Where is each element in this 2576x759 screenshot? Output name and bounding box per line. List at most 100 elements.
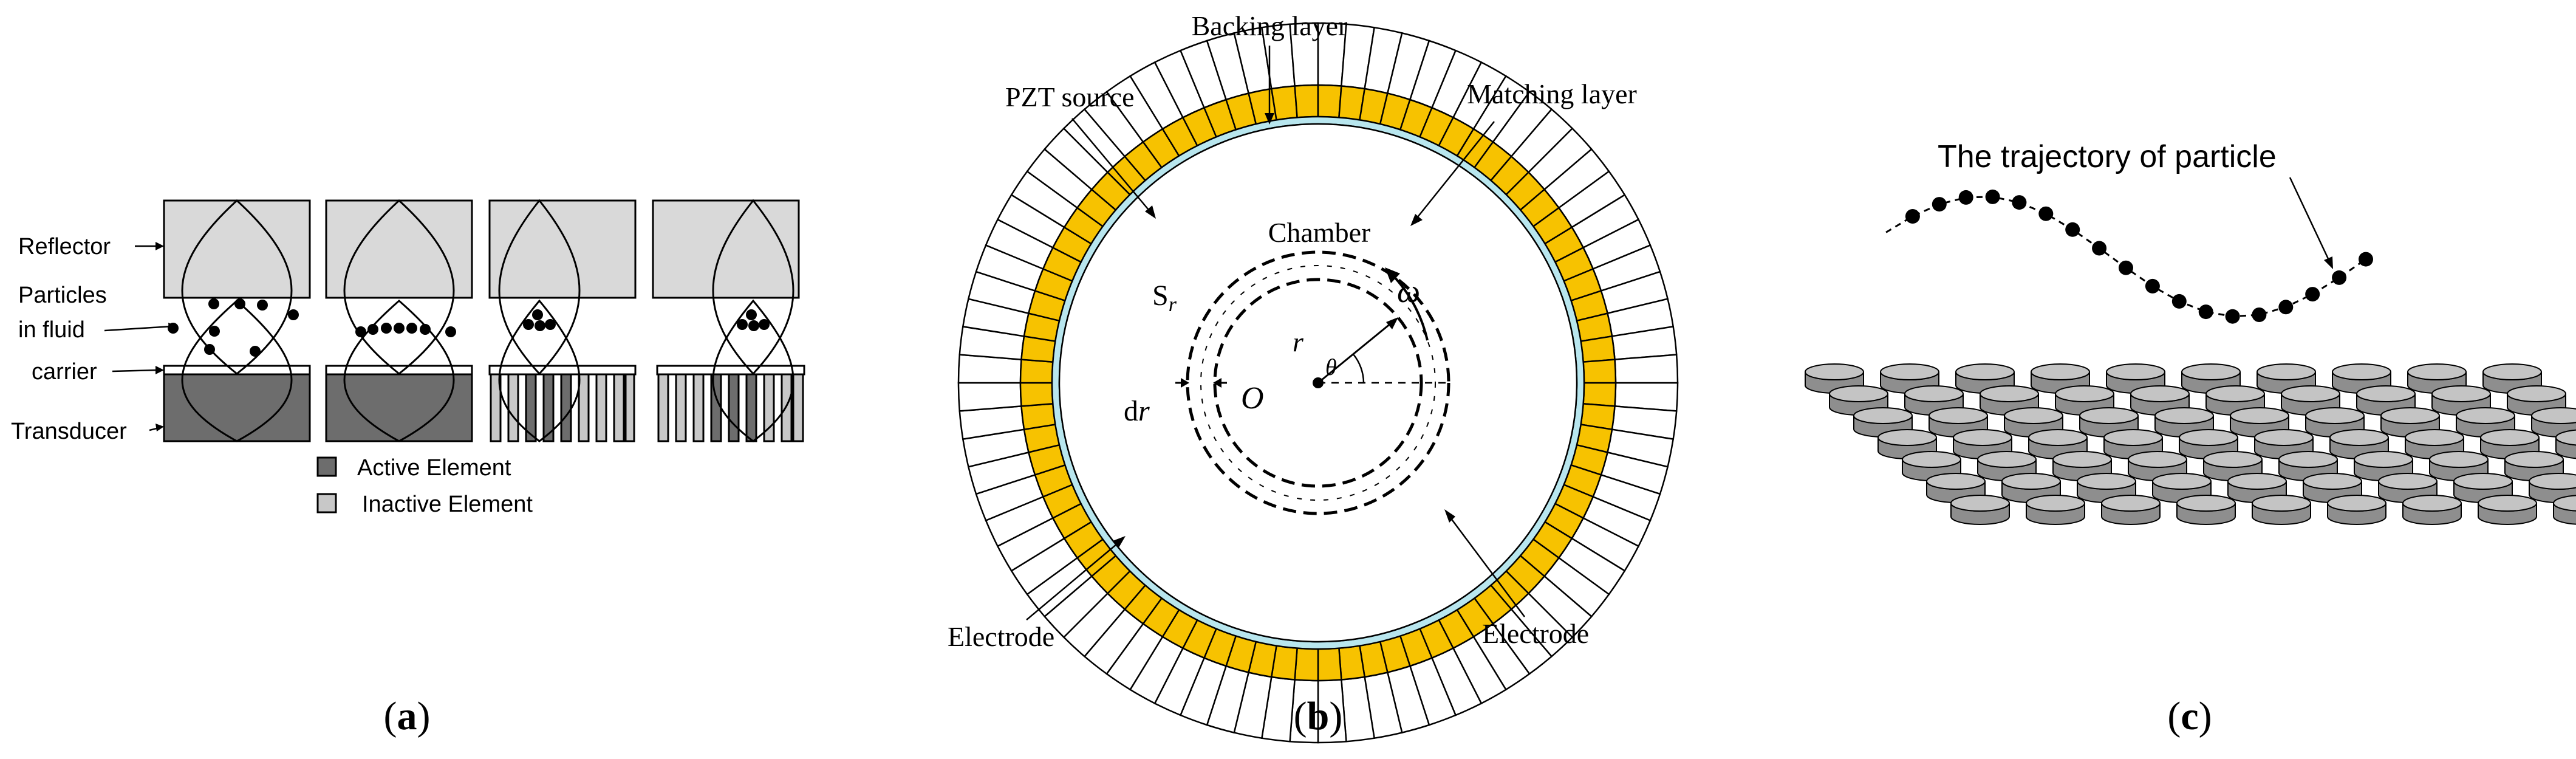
particle bbox=[257, 300, 268, 311]
disk-top bbox=[2354, 451, 2413, 468]
array-element-active bbox=[560, 373, 572, 442]
panel-b-circular-transducer: Chamber Sr ω r θ O dr Backing layer Matc… bbox=[948, 10, 1679, 744]
trajectory-particle bbox=[2278, 300, 2294, 315]
matching-layer-arrowhead bbox=[1410, 214, 1423, 226]
disk-top bbox=[2507, 385, 2566, 402]
array-element-inactive bbox=[624, 373, 635, 442]
disk-top bbox=[2529, 473, 2576, 490]
reflector-arrowhead bbox=[155, 242, 164, 250]
transducer-disk bbox=[2553, 495, 2576, 525]
transducer-arrowhead bbox=[155, 424, 164, 431]
radius-arrowhead bbox=[1386, 317, 1398, 329]
disk-top bbox=[2176, 495, 2236, 512]
particle bbox=[420, 324, 431, 335]
pzt-segment bbox=[1317, 647, 1342, 682]
disk-top bbox=[2456, 407, 2515, 424]
disk-top bbox=[2356, 385, 2416, 402]
disk-top bbox=[2154, 407, 2214, 424]
disk-top bbox=[1880, 363, 1939, 380]
transducer-disk bbox=[2101, 495, 2161, 525]
disk-top bbox=[2227, 473, 2287, 490]
disk-top bbox=[2181, 363, 2241, 380]
caption-letter: c bbox=[2181, 694, 2198, 738]
array-element-inactive bbox=[613, 373, 625, 442]
particle bbox=[523, 319, 534, 330]
array-element-inactive bbox=[675, 373, 687, 442]
disk-top bbox=[2327, 495, 2386, 512]
caption-letter: b bbox=[1307, 694, 1330, 738]
disk-top bbox=[2031, 363, 2090, 380]
particle-group bbox=[523, 309, 556, 331]
array-element-active bbox=[542, 373, 555, 442]
trajectory-particle bbox=[2198, 304, 2213, 320]
disk-top bbox=[1829, 385, 1888, 402]
panel-a-column-3 bbox=[488, 199, 637, 442]
reflector-label: Reflector bbox=[18, 234, 111, 259]
transducer-block-active bbox=[325, 373, 473, 442]
legend-swatch-active bbox=[316, 456, 337, 477]
disk-top bbox=[2205, 385, 2265, 402]
disk-top bbox=[2028, 429, 2088, 446]
reflector-block bbox=[652, 199, 800, 299]
disk-top bbox=[2407, 363, 2467, 380]
array-element-active bbox=[525, 373, 537, 442]
transducer-disk bbox=[2026, 495, 2085, 525]
trajectory-particle bbox=[2171, 294, 2187, 309]
transducer-disk bbox=[2176, 495, 2236, 525]
disk-top bbox=[2478, 495, 2537, 512]
disk-top bbox=[2305, 407, 2365, 424]
transducer-block-active bbox=[163, 373, 311, 442]
backing-segment bbox=[957, 382, 1022, 412]
disk-top bbox=[1929, 407, 1988, 424]
trajectory-label: The trajectory of particle bbox=[1938, 139, 2277, 174]
panel-c-caption: (c) bbox=[2167, 694, 2212, 738]
trajectory-particle bbox=[2252, 307, 2267, 322]
trajectory-particle bbox=[2305, 287, 2320, 302]
transducer-disk bbox=[1950, 495, 2010, 525]
matching-layer-ring bbox=[1052, 117, 1584, 649]
array-element-active bbox=[745, 373, 757, 442]
chamber-label: Chamber bbox=[1268, 217, 1371, 248]
pzt-segment bbox=[1582, 359, 1617, 384]
trajectory-particle bbox=[2092, 241, 2107, 256]
transducer-disk bbox=[2327, 495, 2386, 525]
reflector-block bbox=[488, 199, 637, 299]
panel-a-legend: Active Element Inactive Element bbox=[316, 455, 533, 517]
disk-top bbox=[2281, 385, 2340, 402]
disk-top bbox=[2128, 451, 2187, 468]
particle-group bbox=[355, 323, 456, 337]
backing-layer-arrowhead bbox=[1265, 113, 1274, 125]
transducer-disk bbox=[2402, 495, 2462, 525]
disk-top bbox=[1805, 363, 1864, 380]
trajectory-particles bbox=[1905, 189, 2373, 324]
disk-top bbox=[2380, 407, 2440, 424]
disk-top bbox=[2480, 429, 2540, 446]
disk-top bbox=[2257, 363, 2316, 380]
pzt-segment bbox=[1580, 335, 1616, 363]
array-element-inactive bbox=[490, 373, 502, 442]
particle-group bbox=[168, 298, 299, 357]
disk-top bbox=[2101, 495, 2161, 512]
dr-arrowhead-right bbox=[1213, 378, 1221, 388]
transducer-disk bbox=[1929, 407, 1988, 438]
backing-layer-label: Backing layer bbox=[1192, 10, 1348, 41]
particle bbox=[381, 323, 392, 334]
sr-subscript: r bbox=[1169, 294, 1177, 316]
sr-label: Sr bbox=[1152, 280, 1177, 316]
trajectory-particle bbox=[1985, 189, 2000, 204]
disk-top bbox=[2531, 407, 2576, 424]
disk-top bbox=[2332, 363, 2391, 380]
pressure-node-curve bbox=[712, 299, 794, 442]
reflector-block bbox=[325, 199, 473, 299]
disk-top bbox=[2303, 473, 2362, 490]
pzt-segment bbox=[1317, 84, 1342, 118]
particle bbox=[535, 320, 545, 331]
particle-group bbox=[737, 309, 770, 331]
trajectory-particle bbox=[1932, 197, 1947, 212]
pressure-node-curve bbox=[498, 199, 581, 376]
pzt-segment bbox=[1294, 84, 1319, 118]
disk-top bbox=[1950, 495, 2010, 512]
pressure-node-curve bbox=[712, 199, 794, 376]
annulus-mid-dashed bbox=[1200, 265, 1436, 501]
disk-top bbox=[2453, 473, 2513, 490]
